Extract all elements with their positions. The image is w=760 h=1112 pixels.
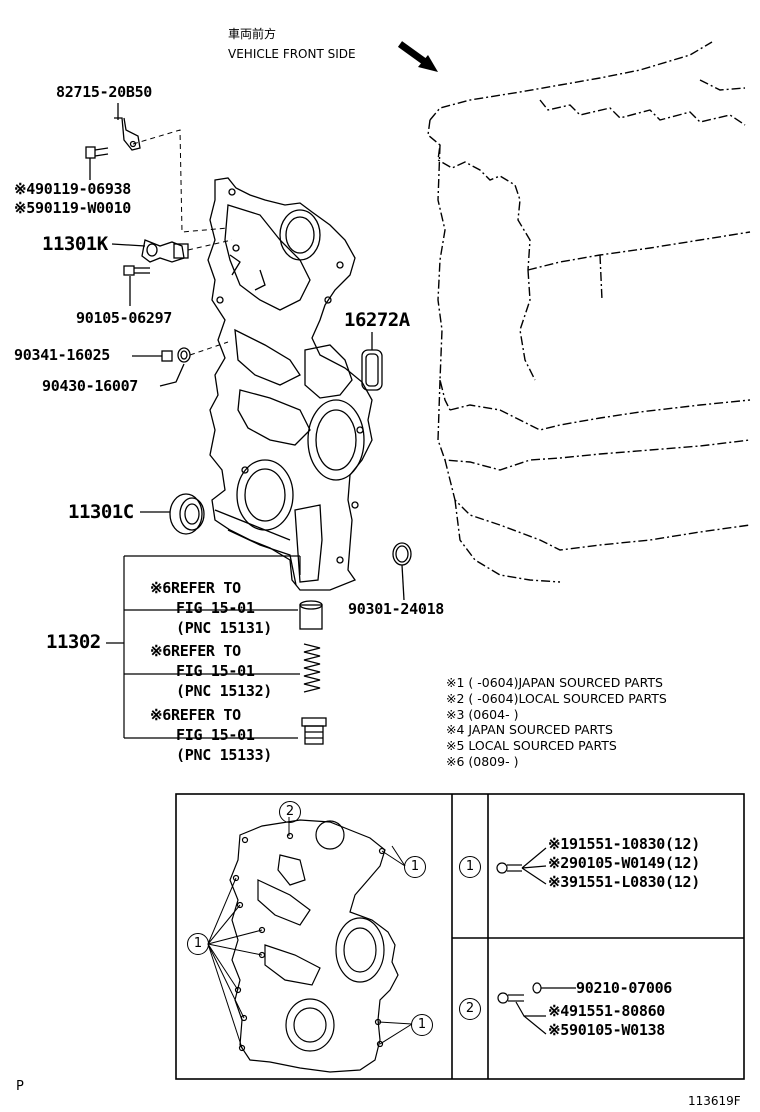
inset-leaders bbox=[207, 817, 413, 1049]
compression-spring bbox=[303, 643, 321, 693]
o-ring-90301 bbox=[392, 542, 412, 601]
part-90341-16025[interactable]: 90341-16025 bbox=[14, 346, 111, 364]
sensor-11301K bbox=[111, 239, 189, 263]
timing-chain-cover bbox=[207, 177, 373, 591]
note-3: ※3 (0604- ) bbox=[446, 707, 519, 722]
note-4: ※4 JAPAN SOURCED PARTS bbox=[446, 722, 613, 737]
bolt-icon-row1 bbox=[496, 847, 547, 885]
refer-1-fig-link[interactable]: FIG 15-01 bbox=[176, 599, 255, 617]
part-91551-80860[interactable]: ※491551-80860 bbox=[548, 1002, 666, 1020]
front-side-label-en: VEHICLE FRONT SIDE bbox=[228, 47, 356, 61]
front-direction-arrow bbox=[397, 41, 438, 72]
part-90105-W0138[interactable]: ※590105-W0138 bbox=[548, 1021, 666, 1039]
callout-1-left: 1 bbox=[187, 933, 209, 955]
part-90430-16007[interactable]: 90430-16007 bbox=[42, 377, 139, 395]
relief-valve-bracket-tree bbox=[106, 555, 301, 739]
relief-valve-plug bbox=[301, 717, 327, 745]
callout-1-right: 1 bbox=[404, 856, 426, 878]
part-11301K[interactable]: 11301K bbox=[42, 233, 108, 255]
gasket-16272A bbox=[361, 332, 383, 391]
footer-mark: P bbox=[16, 1079, 24, 1094]
part-91551-10830[interactable]: ※191551-10830(12) bbox=[548, 835, 700, 853]
plug-and-gasket bbox=[132, 347, 191, 387]
refer-3-fig-link[interactable]: FIG 15-01 bbox=[176, 726, 255, 744]
part-90105-06297[interactable]: 90105-06297 bbox=[76, 309, 173, 327]
part-90119-06938[interactable]: ※490119-06938 bbox=[14, 180, 132, 198]
part-11302[interactable]: 11302 bbox=[46, 631, 101, 653]
dashed-leaders bbox=[132, 129, 233, 356]
part-90301-24018[interactable]: 90301-24018 bbox=[348, 600, 445, 618]
inset-cover-drawing bbox=[229, 819, 399, 1073]
note-5: ※5 LOCAL SOURCED PARTS bbox=[446, 738, 617, 753]
part-82715-20B50[interactable]: 82715-20B50 bbox=[56, 83, 153, 101]
inset-frame bbox=[175, 793, 745, 1080]
bolt-icon-row2 bbox=[497, 982, 576, 1035]
callout-2-top: 2 bbox=[279, 801, 301, 823]
front-side-label-jp: 車両前方 bbox=[228, 27, 277, 41]
refer-1-pnc: (PNC 15131) bbox=[176, 619, 273, 637]
callout-1-bottom: 1 bbox=[411, 1014, 433, 1036]
part-90210-07006[interactable]: 90210-07006 bbox=[576, 979, 673, 997]
bolt-90119 bbox=[85, 146, 109, 180]
illustration-id: 113619F bbox=[688, 1094, 741, 1108]
bolt-90105 bbox=[123, 265, 150, 306]
refer-2-label: ※6REFER TO bbox=[150, 642, 241, 660]
engine-block-outline bbox=[427, 41, 751, 583]
part-90119-W0010[interactable]: ※590119-W0010 bbox=[14, 199, 132, 217]
bracket bbox=[114, 103, 141, 151]
refer-3-label: ※6REFER TO bbox=[150, 706, 241, 724]
table-row2-id: 2 bbox=[459, 998, 481, 1020]
relief-valve bbox=[299, 600, 323, 630]
refer-3-pnc: (PNC 15133) bbox=[176, 746, 273, 764]
refer-1-label: ※6REFER TO bbox=[150, 579, 241, 597]
part-16272A[interactable]: 16272A bbox=[344, 309, 410, 331]
note-2: ※2 ( -0604)LOCAL SOURCED PARTS bbox=[446, 691, 667, 706]
oil-seal-11301C bbox=[140, 493, 205, 535]
refer-2-fig-link[interactable]: FIG 15-01 bbox=[176, 662, 255, 680]
part-90105-W0149[interactable]: ※290105-W0149(12) bbox=[548, 854, 700, 872]
table-row1-id: 1 bbox=[459, 856, 481, 878]
part-11301C[interactable]: 11301C bbox=[68, 501, 134, 523]
note-6: ※6 (0809- ) bbox=[446, 754, 519, 769]
refer-2-pnc: (PNC 15132) bbox=[176, 682, 273, 700]
part-91551-L0830[interactable]: ※391551-L0830(12) bbox=[548, 873, 700, 891]
note-1: ※1 ( -0604)JAPAN SOURCED PARTS bbox=[446, 675, 663, 690]
